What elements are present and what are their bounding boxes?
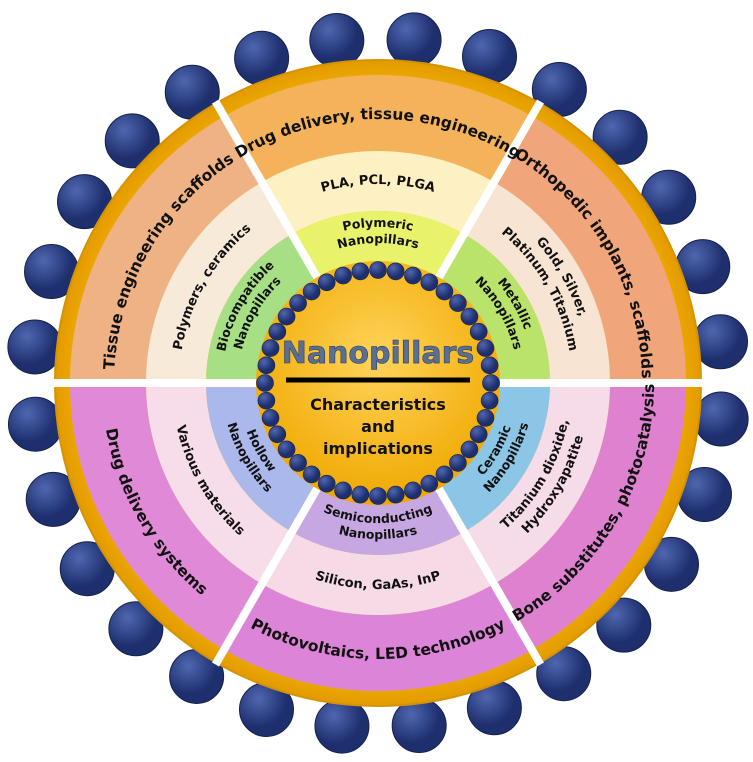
inner-bead [289, 294, 307, 312]
type-label: Nanopillars [335, 231, 420, 252]
outer-bead [391, 698, 447, 754]
inner-bead [460, 307, 479, 326]
inner-bead [256, 374, 274, 392]
materials-band [262, 531, 494, 615]
outer-bead [386, 12, 442, 68]
inner-bead [268, 425, 287, 444]
inner-bead [476, 409, 495, 427]
materials-band [464, 383, 610, 584]
inner-bead [317, 474, 336, 493]
sector-biocompatible [70, 116, 317, 384]
inner-bead [449, 294, 467, 312]
type-text: Nanopillars [335, 231, 420, 252]
type-label: Polymeric [341, 215, 415, 234]
inner-bead [404, 266, 422, 285]
inner-bead [317, 273, 336, 292]
sector-ceramic [439, 383, 686, 650]
inner-bead [261, 339, 280, 357]
inner-bead [268, 322, 287, 341]
inner-bead [277, 307, 296, 326]
sector-semiconducting [224, 488, 532, 691]
inner-bead [369, 261, 387, 279]
inner-bead [289, 454, 307, 472]
inner-bead [369, 487, 387, 505]
outer-bead [693, 314, 749, 370]
sector-divider-lines [53, 99, 703, 667]
sector-divider [433, 99, 544, 283]
inner-bead [302, 282, 321, 301]
inner-bead [351, 485, 370, 504]
outer-bead [693, 391, 749, 447]
type-band [206, 234, 317, 383]
type-band [292, 210, 464, 278]
application-band [70, 116, 262, 384]
inner-bead [482, 374, 500, 392]
inner-bead [257, 391, 276, 410]
inner-bead-ring [256, 261, 500, 505]
inner-bead [386, 262, 405, 281]
type-band [439, 234, 550, 383]
sector-metallic [439, 116, 686, 384]
inner-bead [435, 465, 454, 484]
outer-bead [596, 597, 652, 653]
type-band [292, 488, 464, 555]
outer-bead [7, 319, 63, 375]
application-band [224, 74, 532, 183]
inner-bead [334, 481, 352, 500]
inner-bead [476, 339, 495, 357]
sector-hollow [70, 383, 317, 650]
center-subtitle-line: implications [323, 439, 433, 458]
inner-bead [302, 465, 321, 484]
outer-bead [314, 698, 370, 754]
materials-band [146, 383, 292, 584]
center-title: Nanopillars [282, 336, 475, 371]
center-core [256, 261, 500, 505]
application-band [224, 583, 532, 691]
inner-bead [480, 356, 499, 375]
outer-bead [592, 109, 648, 165]
inner-bead [277, 440, 296, 459]
materials-band [262, 150, 494, 235]
inner-bead [469, 322, 488, 341]
inner-bead [257, 356, 276, 375]
inner-bead [261, 409, 280, 427]
application-band [494, 116, 686, 384]
type-text: Nanopillars [338, 522, 419, 542]
inner-bead [386, 485, 405, 504]
inner-bead [469, 425, 488, 444]
outer-bead [104, 113, 160, 169]
outer-bead [108, 601, 164, 657]
type-band [205, 383, 317, 532]
inner-bead [404, 481, 422, 500]
outer-bead [7, 396, 63, 452]
type-band [439, 383, 550, 532]
inner-bead [351, 262, 370, 281]
materials-band [146, 182, 292, 383]
sector-divider [433, 483, 544, 667]
application-band [494, 383, 686, 650]
inner-bead [420, 474, 439, 493]
materials-band [464, 182, 610, 383]
inner-bead [420, 273, 439, 292]
inner-bead [460, 440, 479, 459]
center-subtitle-line: and [361, 417, 395, 436]
sector-divider [212, 483, 323, 667]
inner-bead [435, 282, 454, 301]
type-text: Polymeric [341, 215, 415, 234]
inner-bead [480, 391, 499, 410]
type-label: Nanopillars [338, 522, 419, 542]
outer-bead [309, 12, 365, 68]
inner-bead [334, 266, 352, 285]
sector-divider [212, 99, 323, 283]
sector-bands [70, 74, 686, 691]
application-band [70, 383, 262, 650]
sector-polymeric [224, 74, 532, 278]
inner-bead [449, 454, 467, 472]
center-subtitle-line: Characteristics [310, 395, 446, 414]
